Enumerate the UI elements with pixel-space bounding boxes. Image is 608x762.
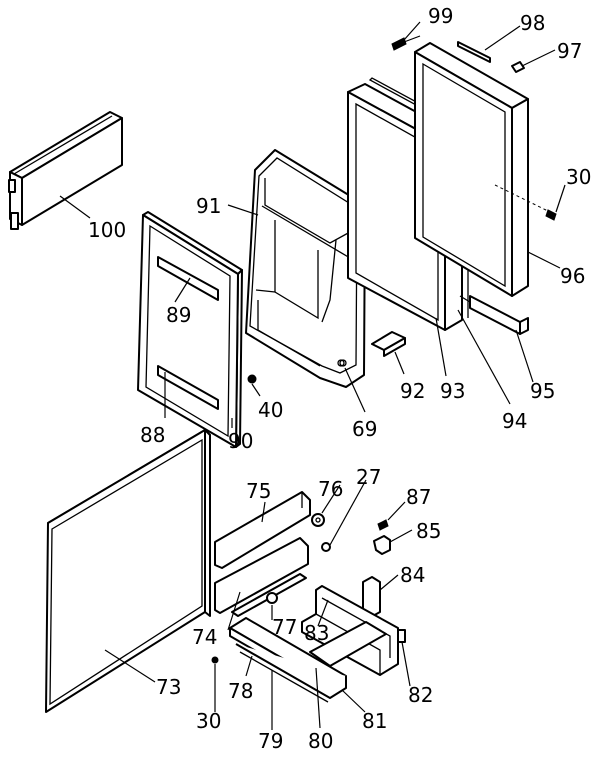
label-74: 74: [192, 625, 217, 649]
part-90-door-panel: [137, 211, 243, 448]
part-27-screw: [321, 542, 331, 552]
label-91: 91: [196, 194, 221, 218]
label-30-lower: 30: [196, 709, 221, 733]
label-96: 96: [560, 264, 585, 288]
part-99-screw: [391, 35, 421, 51]
label-30-upper: 30: [566, 165, 591, 189]
part-91-door-liner: [245, 149, 366, 388]
label-85: 85: [416, 519, 441, 543]
part-98-strip: [457, 41, 491, 63]
part-85-clip: [373, 535, 391, 555]
part-77-rail: [231, 573, 307, 617]
label-78: 78: [228, 679, 253, 703]
part-92-bracket: [371, 331, 406, 357]
label-79: 79: [258, 729, 283, 753]
part-87-screw: [377, 519, 389, 531]
label-93: 93: [440, 379, 465, 403]
label-77: 77: [272, 615, 297, 639]
label-95: 95: [530, 379, 555, 403]
label-88: 88: [140, 423, 165, 447]
part-30-upper-screw: [494, 184, 557, 221]
part-81-lower-frame: [229, 617, 387, 703]
label-40: 40: [258, 398, 283, 422]
label-80: 80: [308, 729, 333, 753]
label-82: 82: [408, 683, 433, 707]
label-75: 75: [246, 479, 271, 503]
label-76: 76: [318, 477, 343, 501]
label-69: 69: [352, 417, 377, 441]
label-87: 87: [406, 485, 431, 509]
part-40-knob: [247, 374, 257, 384]
part-100-shelf-bar: [8, 111, 123, 230]
label-100: 100: [88, 218, 126, 242]
part-95-rail: [459, 295, 529, 335]
part-75-plate: [214, 491, 311, 569]
label-73: 73: [156, 675, 181, 699]
part-97-screw: [511, 61, 525, 73]
part-30-lower-screw: [211, 656, 219, 664]
label-27: 27: [356, 465, 381, 489]
part-74-lower-plate: [214, 537, 309, 614]
part-labels: 99 98 97 30 96 100 91 89 40 88 90 92 69 …: [88, 4, 591, 753]
part-82-screw: [397, 629, 406, 643]
label-90: 90: [228, 429, 253, 453]
part-73-glass-panel: [45, 429, 211, 713]
label-89: 89: [166, 303, 191, 327]
label-98: 98: [520, 11, 545, 35]
label-94: 94: [502, 409, 527, 433]
leader-lines: [59, 21, 566, 730]
label-97: 97: [557, 39, 582, 63]
label-92: 92: [400, 379, 425, 403]
label-81: 81: [362, 709, 387, 733]
part-76-grommet: [311, 513, 325, 527]
label-99: 99: [428, 4, 453, 28]
part-69-screw: [339, 359, 347, 367]
part-96-outer-frame: [414, 42, 529, 297]
label-83: 83: [304, 621, 329, 645]
label-84: 84: [400, 563, 425, 587]
